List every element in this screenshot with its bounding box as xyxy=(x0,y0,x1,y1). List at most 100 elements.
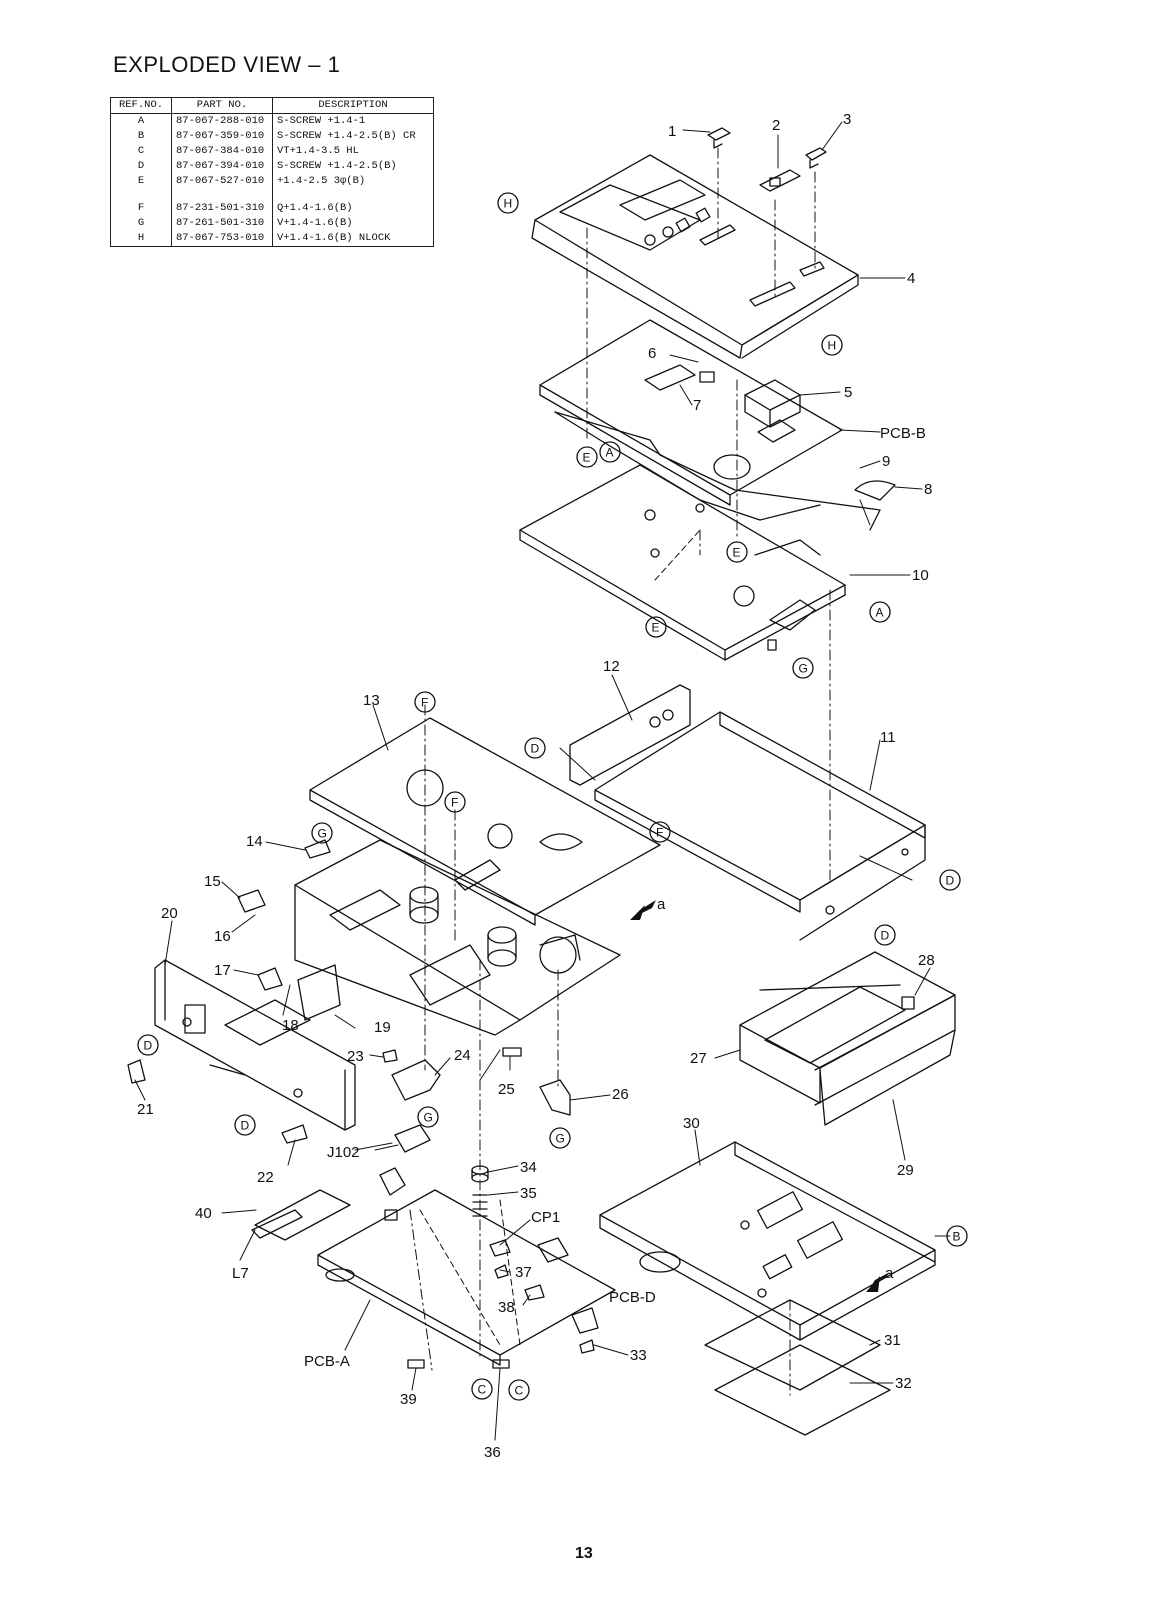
callout-c-2: C xyxy=(508,1379,530,1401)
desc-cell: V+1.4-1.6(B) NLOCK xyxy=(272,231,434,247)
page-title: EXPLODED VIEW – 1 xyxy=(113,52,341,77)
mechanism-plate xyxy=(519,464,846,661)
callout-h-lower: H xyxy=(821,334,843,356)
svg-text:A: A xyxy=(606,446,614,460)
svg-text:G: G xyxy=(318,827,327,841)
label-11: 11 xyxy=(880,729,896,746)
svg-text:D: D xyxy=(144,1039,153,1053)
svg-text:D: D xyxy=(946,874,955,888)
label-l7: L7 xyxy=(232,1265,249,1282)
desc-cell: S-SCREW +1.4-2.5(B) CR xyxy=(272,129,434,144)
label-14: 14 xyxy=(246,833,263,850)
desc-cell: S-SCREW +1.4-1 xyxy=(272,113,434,129)
label-32: 32 xyxy=(895,1375,912,1392)
part-26 xyxy=(539,1079,571,1116)
desc-cell: +1.4-2.5 3φ(B) xyxy=(272,174,434,189)
part-cell: 87-067-288-010 xyxy=(171,113,273,129)
svg-text:D: D xyxy=(881,929,890,943)
part-25 xyxy=(502,1047,522,1057)
label-10: 10 xyxy=(912,567,929,584)
col-part-no: PART NO. xyxy=(171,97,273,114)
label-arrow-a-upper: a xyxy=(657,896,666,913)
part-cell: 87-067-753-010 xyxy=(171,231,273,247)
callout-g-3: G xyxy=(417,1106,439,1128)
callout-d-4: D xyxy=(137,1034,159,1056)
svg-text:G: G xyxy=(556,1132,565,1146)
label-22: 22 xyxy=(257,1169,274,1186)
callout-a-2: A xyxy=(869,601,891,623)
label-1: 1 xyxy=(668,123,676,140)
part-12-bracket xyxy=(569,684,691,786)
label-pcb-a: PCB-A xyxy=(304,1353,350,1370)
callout-g-2: G xyxy=(311,822,333,844)
top-cover xyxy=(531,154,859,359)
label-cp1: CP1 xyxy=(531,1209,560,1226)
callout-f-1: F xyxy=(414,691,436,713)
label-24: 24 xyxy=(454,1047,471,1064)
label-27: 27 xyxy=(690,1050,707,1067)
label-31: 31 xyxy=(884,1332,901,1349)
callout-d-1: D xyxy=(524,737,546,759)
svg-text:C: C xyxy=(515,1384,524,1398)
part-13-plate xyxy=(309,717,661,926)
screw-callouts: H H E A E E A G F D F F G D D D D G G B … xyxy=(137,192,968,1401)
chassis-frame xyxy=(594,711,926,941)
svg-text:E: E xyxy=(583,451,591,465)
cassette-door xyxy=(739,951,956,1126)
label-7: 7 xyxy=(693,397,701,414)
desc-cell: V+1.4-1.6(B) xyxy=(272,216,434,231)
part-31 xyxy=(704,1299,881,1391)
svg-text:A: A xyxy=(876,606,884,620)
callout-e-1: E xyxy=(576,446,598,468)
desc-cell: VT+1.4-3.5 HL xyxy=(272,144,434,159)
label-21: 21 xyxy=(137,1101,154,1118)
part-8-insulator xyxy=(854,480,896,501)
svg-text:B: B xyxy=(953,1230,961,1244)
callout-d-3: D xyxy=(874,924,896,946)
part-22 xyxy=(281,1124,308,1144)
col-description: DESCRIPTION xyxy=(272,97,434,114)
pcb-b-board xyxy=(539,319,843,506)
leader-lines xyxy=(134,121,951,1441)
callout-g-4: G xyxy=(549,1127,571,1149)
part-28 xyxy=(901,996,915,1010)
label-37: 37 xyxy=(515,1264,532,1281)
bottom-case xyxy=(599,1141,936,1436)
svg-text:E: E xyxy=(733,546,741,560)
label-26: 26 xyxy=(612,1086,629,1103)
page-number: 13 xyxy=(575,1545,593,1562)
part-9-sheet xyxy=(554,411,881,531)
label-8: 8 xyxy=(924,481,932,498)
part-24 xyxy=(391,1059,441,1101)
callout-a-1: A xyxy=(599,441,621,463)
callout-g-1: G xyxy=(792,657,814,679)
callout-f-2: F xyxy=(444,791,466,813)
svg-text:G: G xyxy=(424,1111,433,1125)
label-39: 39 xyxy=(400,1391,417,1408)
svg-text:D: D xyxy=(241,1119,250,1133)
small-parts-left xyxy=(127,839,571,1153)
label-3: 3 xyxy=(843,111,851,128)
arrow-a-lower-icon xyxy=(866,1272,890,1292)
label-13: 13 xyxy=(363,692,380,709)
direction-arrows xyxy=(630,900,890,1292)
part-32 xyxy=(714,1344,891,1436)
assembly-lines xyxy=(409,147,831,1396)
svg-text:F: F xyxy=(656,826,663,840)
label-9: 9 xyxy=(882,453,890,470)
part-40 xyxy=(254,1189,351,1241)
part-cell: 87-067-394-010 xyxy=(171,159,273,174)
callout-c-1: C xyxy=(471,1378,493,1400)
label-20: 20 xyxy=(161,905,178,922)
label-33: 33 xyxy=(630,1347,647,1364)
label-23: 23 xyxy=(347,1048,364,1065)
callout-e-2: E xyxy=(726,541,748,563)
coil-l7 xyxy=(251,1209,303,1239)
